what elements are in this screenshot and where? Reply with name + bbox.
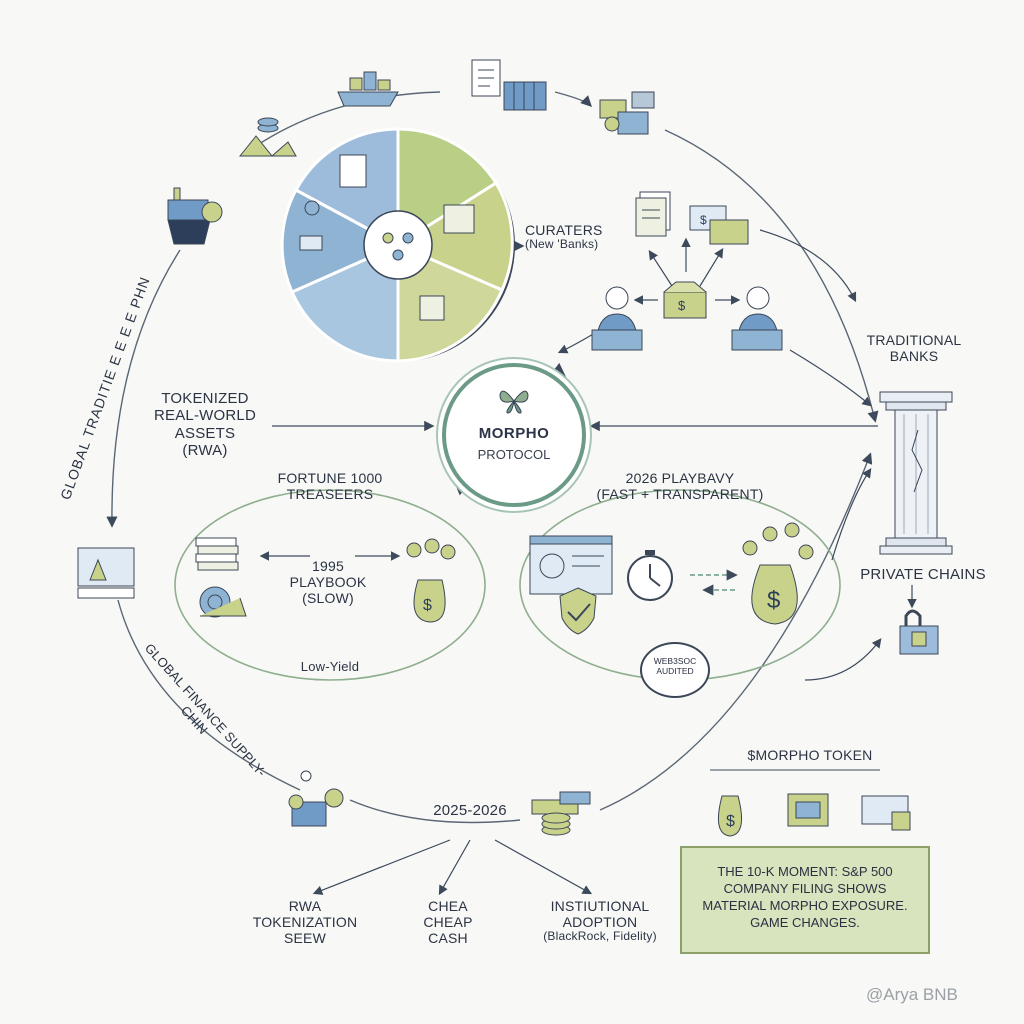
open-box-icon: $	[663, 281, 707, 319]
factory-coin-icon	[167, 187, 223, 245]
svg-text:$: $	[423, 597, 432, 614]
watermark: @Arya BNB	[866, 985, 958, 1004]
playbook-1995-year: 1995	[312, 558, 344, 574]
outcome-cash-line1: CHEA	[428, 898, 468, 914]
dashboard-screen-icon	[529, 535, 613, 595]
paper-stack-icon	[195, 537, 239, 571]
outer-cycle-left	[106, 249, 181, 528]
curators-line2: (New 'Banks)	[525, 237, 599, 252]
fortune-label: FORTUNE 1000 TREASEERS	[240, 470, 420, 502]
rwa-line3: ASSETS	[174, 424, 236, 442]
outer-cycle-right	[664, 129, 879, 423]
outer-cycle-lower-left	[117, 599, 301, 791]
outcome-rwa-line3: SEEW	[283, 930, 327, 947]
curators-line1: CURATERS	[525, 222, 603, 238]
person-money-icon	[288, 770, 344, 827]
playbook-1995-label: 1995 PLAYBOOK (SLOW)	[278, 558, 378, 606]
ten-k-moment-box: THE 10-K MOMENT: S&P 500 COMPANY FILING …	[680, 846, 930, 954]
document-icon	[471, 59, 501, 97]
banks-line2: BANKS	[889, 348, 939, 365]
snail-icon	[199, 586, 247, 618]
outcome-adoption-line1: INSTIUTIONAL	[550, 898, 650, 914]
tenk-line2: COMPANY FILING SHOWS	[723, 880, 887, 896]
chip-icon	[787, 793, 829, 827]
token-money-bag-icon: $	[717, 795, 743, 837]
audit-badge: WEB3SOC AUDITED	[640, 642, 710, 698]
outcome-adoption: INSTIUTIONAL ADOPTION (BlackRock, Fideli…	[520, 898, 680, 944]
doc-stack-icon	[635, 191, 671, 237]
ship-icon	[337, 71, 399, 107]
token-title: $MORPHO TOKEN	[747, 747, 873, 763]
protocol-title: MORPHO	[478, 425, 550, 442]
butterfly-icon	[499, 390, 529, 414]
money-bag-icon: $	[406, 538, 456, 623]
fortune-line1: FORTUNE 1000	[277, 470, 383, 486]
playbook-1995-name: PLAYBOOK	[289, 574, 367, 591]
card-terminal-icon	[861, 795, 911, 831]
person-laptop-icon	[591, 286, 783, 351]
bank-column-icon	[879, 391, 953, 555]
outcome-rwa-line1: RWA	[288, 898, 322, 914]
outcome-cash-line3: CASH	[428, 930, 468, 947]
svg-text:$: $	[726, 813, 735, 830]
low-yield-label: Low-Yield	[300, 659, 360, 674]
protocol-subtitle: PROTOCOL	[477, 447, 551, 462]
tenk-line4: GAME CHANGES.	[750, 914, 860, 930]
private-chains-label: PRIVATE CHAINS	[860, 566, 986, 583]
playbook-1995-oval	[174, 489, 486, 681]
outer-cycle-bottom-right	[599, 452, 873, 811]
playbook-2026-label: 2026 PLAYBAVY (FAST + TRANSPARENT)	[570, 470, 790, 502]
svg-text:$: $	[767, 587, 780, 614]
monitor-plant-icon	[77, 547, 135, 599]
timeline-label: 2025-2026	[433, 802, 507, 819]
pie-segments-icon	[280, 127, 515, 363]
playbook-2026-name: 2026 PLAYBAVY	[625, 470, 735, 486]
coin-stack-icon	[531, 791, 591, 836]
rwa-line4: (RWA)	[182, 441, 228, 459]
svg-text:$: $	[678, 298, 686, 313]
audit-line2: AUDITED	[656, 666, 694, 677]
banks-line1: TRADITIONAL	[866, 332, 962, 348]
shield-check-icon	[559, 587, 597, 635]
traditional-banks-label: TRADITIONAL BANKS	[850, 332, 978, 364]
rwa-line2: REAL-WORLD	[153, 407, 256, 425]
svg-text:$: $	[700, 213, 707, 227]
fortune-line2: TREASEERS	[286, 486, 374, 503]
container-icon	[503, 81, 547, 111]
tenk-line3: MATERIAL MORPHO EXPOSURE.	[702, 897, 908, 913]
stopwatch-icon	[627, 550, 673, 601]
outer-cycle-top-right	[554, 91, 592, 107]
outcome-adoption-line3: (BlackRock, Fidelity)	[543, 929, 657, 944]
audit-line1: WEB3SOC	[653, 656, 697, 666]
playbook-2026-speed: (FAST + TRANSPARENT)	[596, 486, 764, 503]
rwa-line1: TOKENIZED	[161, 390, 249, 407]
outcome-adoption-line2: ADOPTION	[562, 914, 638, 931]
morpho-protocol-core[interactable]: MORPHO PROTOCOL	[442, 363, 586, 507]
rwa-label: TOKENIZED REAL-WORLD ASSETS (RWA)	[140, 390, 270, 459]
outcome-cash-line2: CHEAP	[423, 914, 473, 931]
outcome-cash: CHEA CHEAP CASH	[398, 898, 498, 946]
outcome-rwa-line2: TOKENIZATION	[252, 914, 358, 931]
mountain-coin-icon	[238, 117, 297, 157]
playbook-1995-speed: (SLOW)	[302, 590, 354, 607]
curators-label: CURATERS (New 'Banks)	[525, 222, 635, 252]
outer-cycle-bottom	[349, 799, 521, 824]
outcome-rwa: RWA TOKENIZATION SEEW	[240, 898, 370, 946]
money-bag-large-icon: $	[742, 522, 814, 625]
padlock-icon	[899, 609, 939, 655]
money-stack-icon	[599, 91, 655, 135]
outer-cycle-top	[249, 91, 441, 151]
invoice-icon: $	[689, 205, 749, 245]
tenk-line1: THE 10-K MOMENT: S&P 500	[717, 864, 893, 879]
